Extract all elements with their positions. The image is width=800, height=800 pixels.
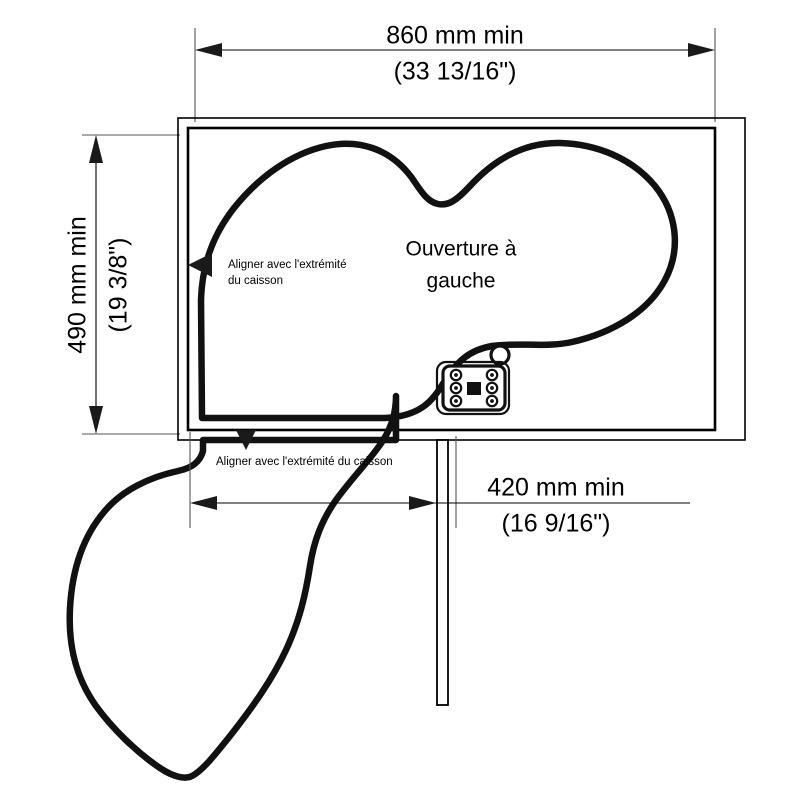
top-dimension-metric-label: 860 mm min [386,22,524,50]
upper-alignment-note-line1: Aligner avec l'extrémité [228,259,347,271]
left-dimension-arrow-top-icon [89,135,103,163]
lower-alignment-note: Aligner avec l'extrémité du caisson [216,456,393,468]
left-dimension-metric-label: 490 mm min [64,216,92,354]
cabinet-box-group [177,117,746,441]
shelf-title-line1: Ouverture à [406,238,517,261]
plate-screw-hole-1-center [454,373,458,377]
upper-alignment-annotation-group: Aligner avec l'extrémité du caisson [188,253,347,287]
left-dimension-group: 490 mm min (19 3/8") [64,134,180,435]
bottom-dimension-group: 420 mm min (16 9/16") [189,432,690,538]
top-dimension-arrow-right-icon [688,43,715,57]
pivot-pin-circle [489,344,511,366]
lower-alignment-annotation-group: Aligner avec l'extrémité du caisson [216,430,393,468]
plate-screw-hole-4-center [490,373,494,377]
upper-alignment-note-line2: du caisson [228,275,283,287]
shelf-title-group: Ouverture à gauche [406,238,517,293]
plate-screw-hole-6-center [490,399,494,403]
left-dimension-imperial-label: (19 3/8") [105,237,133,332]
lower-shelf-group [66,392,400,781]
pivot-mounting-plate-icon [435,344,511,416]
plate-outer-border [435,360,511,416]
plate-screw-hole-2-center [454,386,458,390]
top-dimension-arrow-left-icon [195,43,222,57]
lower-shelf-outline [66,392,400,781]
cabinet-outer-rect [177,117,746,441]
door-panel-group [436,439,449,706]
bottom-dimension-arrow-right-icon [409,496,436,510]
plate-screw-hole-5-center [490,386,494,390]
door-panel-edge [436,439,449,706]
bottom-dimension-imperial-label: (16 9/16") [502,510,611,538]
lower-alignment-down-triangle-icon [236,430,256,450]
upper-alignment-left-triangle-icon [188,253,212,277]
top-dimension-group: 860 mm min (33 13/16") [194,22,716,122]
plate-center-square [467,382,481,395]
plate-screw-hole-3-center [454,399,458,403]
top-dimension-imperial-label: (33 13/16") [394,58,517,86]
shelf-title-line2: gauche [427,270,496,293]
bottom-dimension-arrow-left-icon [190,496,217,510]
bottom-dimension-metric-label: 420 mm min [487,474,625,502]
left-dimension-arrow-bottom-icon [89,406,103,434]
cabinet-inner-rect [186,126,717,432]
